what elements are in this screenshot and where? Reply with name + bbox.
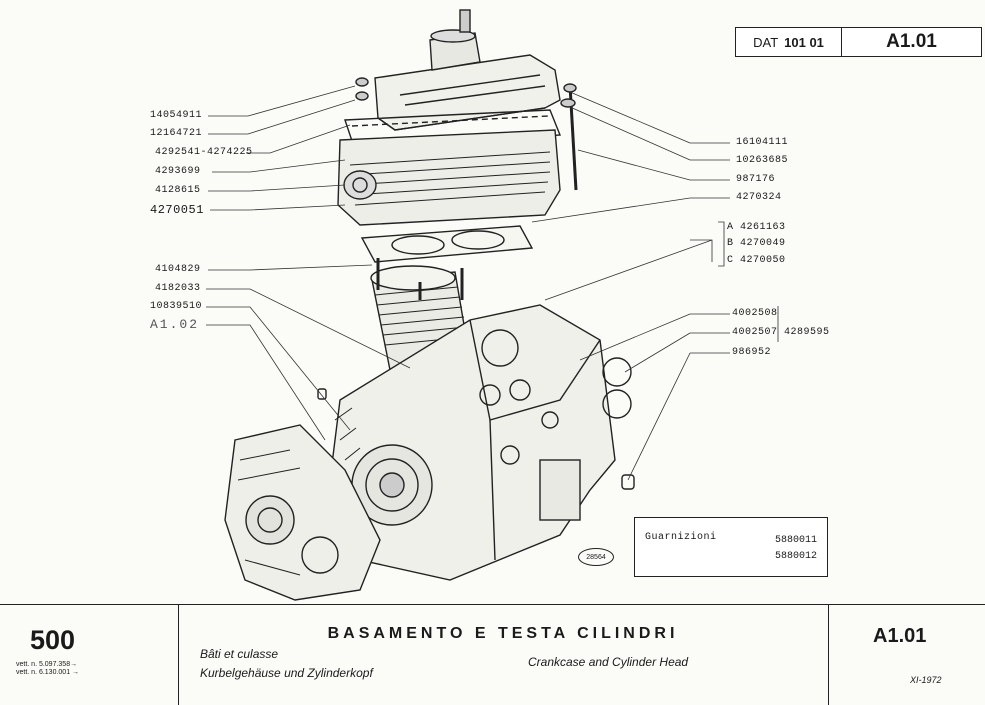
part-number-right-7: 986952 [732, 347, 772, 358]
variant-part-b: B 4270049 [727, 238, 786, 249]
part-number-left-4: 4293699 [155, 166, 201, 177]
title-german: Kurbelgehäuse und Zylinderkopf [200, 666, 373, 680]
assembly-part-number: 4289595 [784, 327, 830, 338]
part-number-left-2: 12164721 [150, 128, 203, 139]
part-number-left-9: 10839510 [150, 301, 203, 312]
gasket-number-2: 5880012 [775, 551, 818, 562]
dat-prefix: DAT [753, 34, 779, 50]
dat-reference: DAT 101 01 [736, 28, 842, 56]
cross-reference-a102: A1.02 [150, 317, 200, 332]
gasket-number-1: 5880011 [775, 535, 818, 546]
part-number-right-5: 4002508 [732, 308, 778, 319]
part-number-right-1: 16104111 [736, 137, 789, 148]
edition-date: XI-1972 [910, 675, 942, 685]
part-number-left-1: 14054911 [150, 110, 203, 121]
sheet-code-box: DAT 101 01 A1.01 [735, 27, 982, 57]
vin-range-start: vett. n. 5.097.358→ [16, 661, 78, 668]
variant-part-c: C 4270050 [727, 255, 786, 266]
part-number-left-6: 4270051 [150, 203, 204, 217]
title-italian: BASAMENTO E TESTA CILINDRI [327, 625, 679, 642]
variant-part-a: A 4261163 [727, 222, 786, 233]
part-number-right-6: 4002507 [732, 327, 778, 338]
model-number: 500 [30, 625, 76, 655]
gaskets-label: Guarnizioni [645, 532, 717, 543]
model-cell: 500 vett. n. 5.097.358→ vett. n. 6.130.0… [0, 605, 179, 705]
part-number-left-5: 4128615 [155, 185, 201, 196]
part-number-right-3: 987176 [736, 174, 776, 185]
title-block: 500 vett. n. 5.097.358→ vett. n. 6.130.0… [0, 604, 985, 705]
part-number-right-4: 4270324 [736, 192, 782, 203]
title-english: Crankcase and Cylinder Head [528, 655, 689, 669]
part-number-right-2: 10263685 [736, 155, 789, 166]
part-number-left-8: 4182033 [155, 283, 201, 294]
sheet-code: A1.01 [886, 31, 937, 52]
part-number-left-3: 4292541-4274225 [155, 147, 253, 158]
title-french: Bâti et culasse [200, 647, 279, 661]
title-cell: BASAMENTO E TESTA CILINDRI Bâti et culas… [178, 605, 829, 705]
dat-number: 101 01 [784, 34, 824, 50]
drawing-stamp: 28564 [578, 548, 614, 566]
gaskets-box: Guarnizioni 5880011 5880012 [634, 517, 828, 577]
code-cell: A1.01 XI-1972 [828, 605, 985, 705]
part-number-left-7: 4104829 [155, 264, 201, 275]
footer-sheet-code: A1.01 [873, 625, 927, 647]
vin-range-end: vett. n. 6.130.001 → [16, 669, 80, 676]
